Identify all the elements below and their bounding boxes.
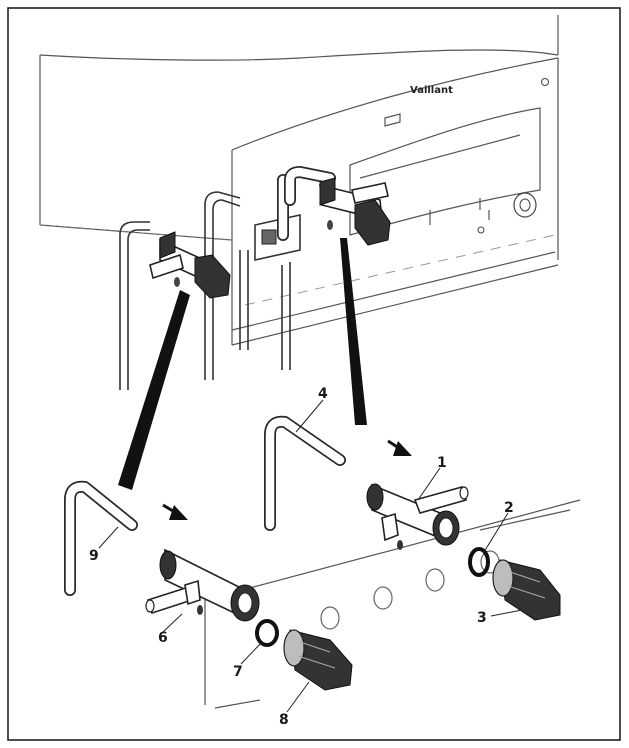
callout-9: 9 [89, 548, 99, 564]
brand-logo: Vaillant [410, 85, 453, 96]
boiler-valve-left [149, 231, 231, 299]
fitting-1 [366, 483, 469, 550]
valve-8 [283, 629, 353, 691]
seal-2 [468, 547, 490, 577]
arrow-icon-left [162, 503, 188, 520]
diagram-frame [7, 7, 621, 741]
boiler-unit: Vaillant [39, 15, 559, 390]
seal-7 [255, 619, 279, 647]
callout-7: 7 [233, 664, 243, 680]
power-indicator-icon [477, 226, 485, 234]
callout-1: 1 [437, 455, 447, 471]
pointer-beam-right [340, 238, 367, 425]
boiler-valve-right [284, 166, 391, 246]
mounting-plate [204, 499, 581, 709]
screw-icon [541, 78, 549, 86]
callout-2: 2 [504, 500, 514, 516]
pipe-4 [264, 415, 346, 531]
fitting-6 [145, 548, 260, 622]
valve-3 [492, 559, 561, 621]
callout-8: 8 [279, 712, 289, 728]
callout-4: 4 [318, 386, 328, 402]
dial-icon [513, 192, 537, 218]
callout-3: 3 [477, 610, 487, 626]
arrow-icon-right [387, 439, 412, 456]
pointer-beam-left [118, 290, 190, 490]
callout-6: 6 [158, 630, 168, 646]
pipe-9 [64, 480, 138, 596]
